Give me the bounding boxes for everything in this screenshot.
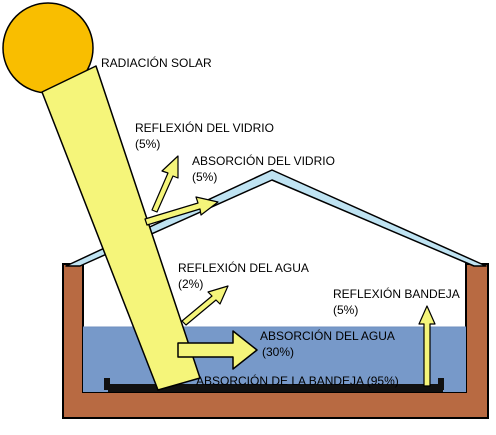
label-tray-absorption: ABSORCIÓN DE LA BANDEJA (95%) [196, 373, 399, 388]
tray [108, 384, 443, 392]
tray-left-edge [104, 378, 110, 390]
label-glass-reflection: REFLEXIÓN DEL VIDRIO [135, 120, 274, 135]
label-water-reflection: REFLEXIÓN DEL AGUA [178, 260, 309, 275]
solar-beam [41, 65, 201, 391]
label-glass-reflection-pct: (5%) [135, 137, 160, 151]
glass-absorption-arrow [144, 196, 219, 226]
tray-reflection-arrow [418, 305, 436, 387]
label-water-absorption-pct: (30%) [262, 345, 294, 359]
water-absorption-arrow [177, 330, 258, 370]
label-solar-radiation: RADIACIÓN SOLAR [101, 55, 212, 70]
tray-right-edge [438, 378, 444, 390]
label-water-absorption: ABSORCIÓN DEL AGUA [260, 328, 395, 343]
label-tray-reflection: REFLEXIÓN BANDEJA [333, 286, 460, 301]
basin-walls [62, 263, 489, 419]
label-glass-absorption-pct: (5%) [192, 170, 217, 184]
glass-reflection-arrow [151, 155, 179, 213]
glass-roof [65, 169, 487, 267]
water-reflection-arrow [181, 285, 229, 326]
label-tray-reflection-pct: (5%) [333, 303, 358, 317]
label-water-reflection-pct: (2%) [178, 277, 203, 291]
label-glass-absorption: ABSORCIÓN DEL VIDRIO [192, 153, 335, 168]
